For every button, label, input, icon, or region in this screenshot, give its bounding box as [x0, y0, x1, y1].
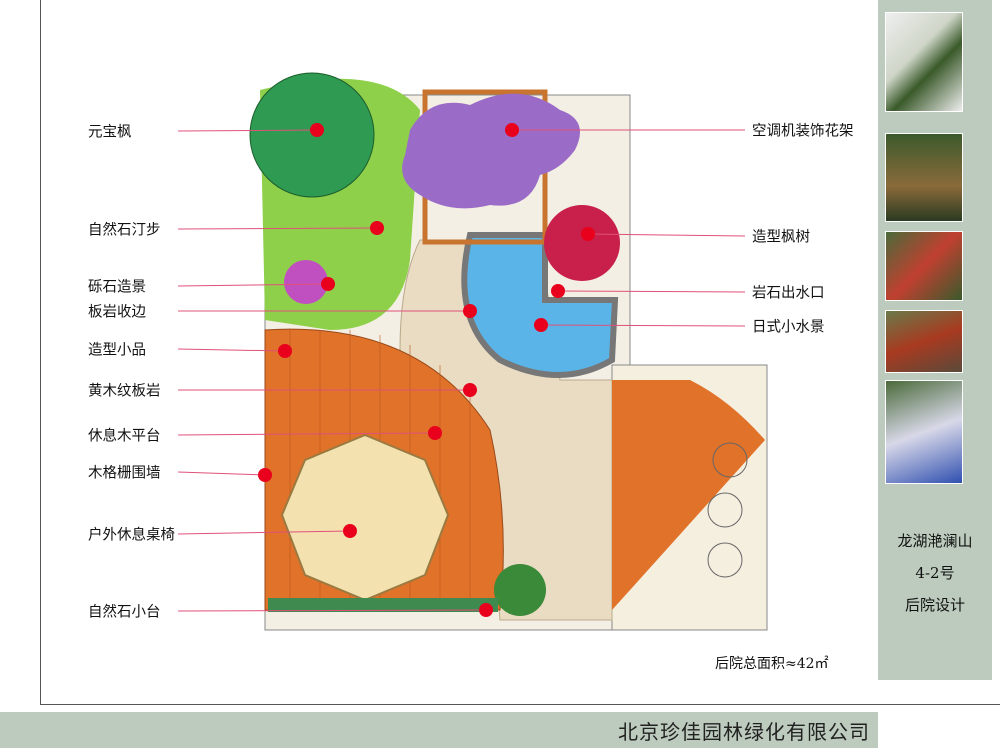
right-label: 造型枫树	[752, 229, 810, 246]
leader-line	[557, 290, 746, 293]
left-label: 黄木纹板岩	[88, 383, 161, 400]
company-name: 北京珍佳园林绿化有限公司	[618, 720, 870, 744]
leader-line	[177, 609, 487, 612]
left-label: 休息木平台	[88, 428, 161, 445]
left-label: 木格栅围墙	[88, 465, 161, 482]
marker-dot	[370, 221, 384, 235]
reference-photo-3	[885, 231, 963, 301]
side-deck	[612, 380, 765, 610]
shaped-maple	[544, 205, 620, 281]
leader-line	[540, 324, 746, 327]
footer-band: 北京珍佳园林绿化有限公司	[0, 712, 878, 748]
marker-dot	[581, 227, 595, 241]
marker-dot	[479, 603, 493, 617]
leader-line	[177, 283, 329, 287]
leader-line	[177, 227, 378, 230]
pond	[461, 232, 619, 378]
marker-dot	[551, 284, 565, 298]
marker-dot	[463, 304, 477, 318]
marker-dot	[278, 344, 292, 358]
right-label: 岩石出水口	[752, 285, 825, 302]
edge-planting	[268, 598, 498, 612]
marker-dot	[258, 468, 272, 482]
marker-dot	[505, 123, 519, 137]
reference-photo-2	[885, 133, 963, 222]
left-label: 元宝枫	[88, 124, 132, 141]
marker-dot	[321, 277, 335, 291]
frame-bottom-border	[40, 704, 1000, 705]
project-name: 龙湖滟澜山	[897, 532, 973, 550]
leader-line	[177, 471, 266, 476]
reference-photo-4	[885, 310, 963, 373]
right-label: 日式小水景	[752, 319, 825, 336]
gravel-shrub	[284, 260, 328, 304]
left-label: 造型小品	[88, 342, 146, 359]
marker-dot	[534, 318, 548, 332]
left-label: 户外休息桌椅	[88, 527, 175, 544]
leader-line	[177, 129, 318, 132]
yuanbao-maple	[249, 72, 375, 198]
reference-photo-1	[885, 12, 963, 112]
reference-photo-5	[885, 380, 963, 484]
left-label: 板岩收边	[88, 304, 146, 321]
project-unit: 4-2号	[915, 564, 955, 582]
frame-left-border	[40, 0, 41, 705]
leader-line	[177, 530, 351, 535]
leader-line	[177, 432, 436, 436]
flower-trellis	[402, 93, 580, 209]
marker-dot	[343, 524, 357, 538]
right-label: 空调机装饰花架	[752, 123, 854, 140]
leader-line	[177, 348, 286, 352]
left-label: 砾石造景	[88, 279, 146, 296]
project-title: 后院设计	[904, 596, 965, 614]
marker-dot	[428, 426, 442, 440]
marker-dot	[310, 123, 324, 137]
left-label: 自然石小台	[88, 604, 161, 621]
area-note: 后院总面积≈42㎡	[715, 656, 829, 672]
left-label: 自然石汀步	[88, 222, 161, 239]
shrub	[494, 564, 546, 616]
leader-line	[587, 233, 746, 237]
marker-dot	[463, 383, 477, 397]
